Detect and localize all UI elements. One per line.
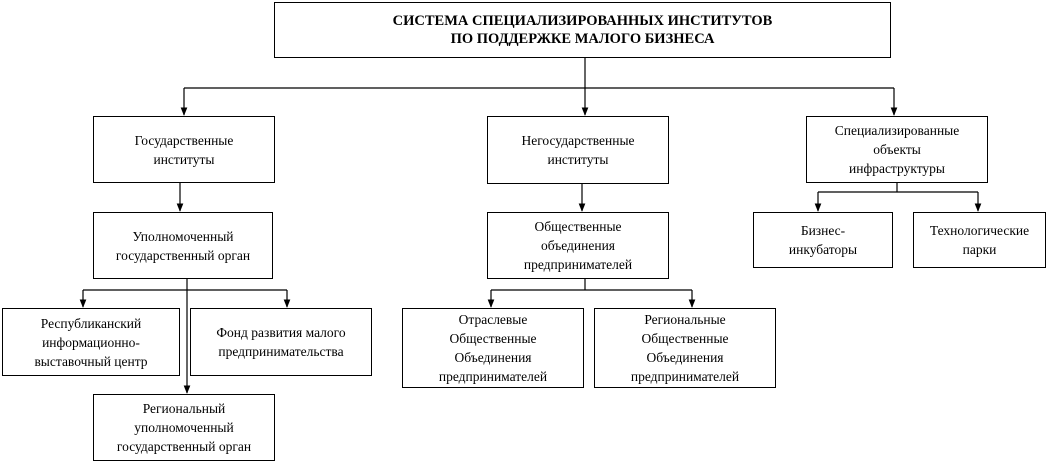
republican-center-box: Республиканский информационно- выставочн…: [2, 308, 180, 376]
regional-associations-label: Региональные Общественные Объединения пр…: [630, 312, 740, 384]
public-associations-label: Общественные объединения предпринимателе…: [523, 219, 633, 272]
sector-associations-box: Отраслевые Общественные Объединения пред…: [402, 308, 584, 388]
authorized-state-body-label: Уполномоченный государственный орган: [115, 228, 251, 263]
technology-parks-box: Технологические парки: [913, 212, 1046, 268]
regional-authorized-body-box: Региональный уполномоченный государствен…: [93, 394, 275, 461]
business-incubators-box: Бизнес- инкубаторы: [753, 212, 893, 268]
public-associations-box: Общественные объединения предпринимателе…: [487, 212, 669, 279]
sector-associations-label: Отраслевые Общественные Объединения пред…: [438, 312, 548, 384]
regional-authorized-body-label: Региональный уполномоченный государствен…: [116, 401, 252, 454]
regional-associations-box: Региональные Общественные Объединения пр…: [594, 308, 776, 388]
state-institutions-label: Государственные институты: [134, 132, 234, 167]
business-incubators-label: Бизнес- инкубаторы: [788, 223, 858, 257]
republican-center-label: Республиканский информационно- выставочн…: [34, 315, 148, 369]
nonstate-institutions-label: Негосударственные институты: [521, 133, 635, 167]
development-fund-box: Фонд развития малого предпринимательства: [190, 308, 372, 376]
diagram-title: СИСТЕМА СПЕЦИАЛИЗИРОВАННЫХ ИНСТИТУТОВ ПО…: [274, 2, 891, 58]
diagram-title-text: СИСТЕМА СПЕЦИАЛИЗИРОВАННЫХ ИНСТИТУТОВ ПО…: [392, 13, 773, 47]
nonstate-institutions-box: Негосударственные институты: [487, 116, 669, 184]
technology-parks-label: Технологические парки: [929, 223, 1030, 257]
state-institutions-box: Государственные институты: [93, 116, 275, 183]
development-fund-label: Фонд развития малого предпринимательства: [216, 325, 346, 359]
specialized-infrastructure-label: Специализированные объекты инфраструктур…: [834, 123, 960, 176]
specialized-infrastructure-box: Специализированные объекты инфраструктур…: [806, 116, 988, 183]
authorized-state-body-box: Уполномоченный государственный орган: [93, 212, 273, 279]
